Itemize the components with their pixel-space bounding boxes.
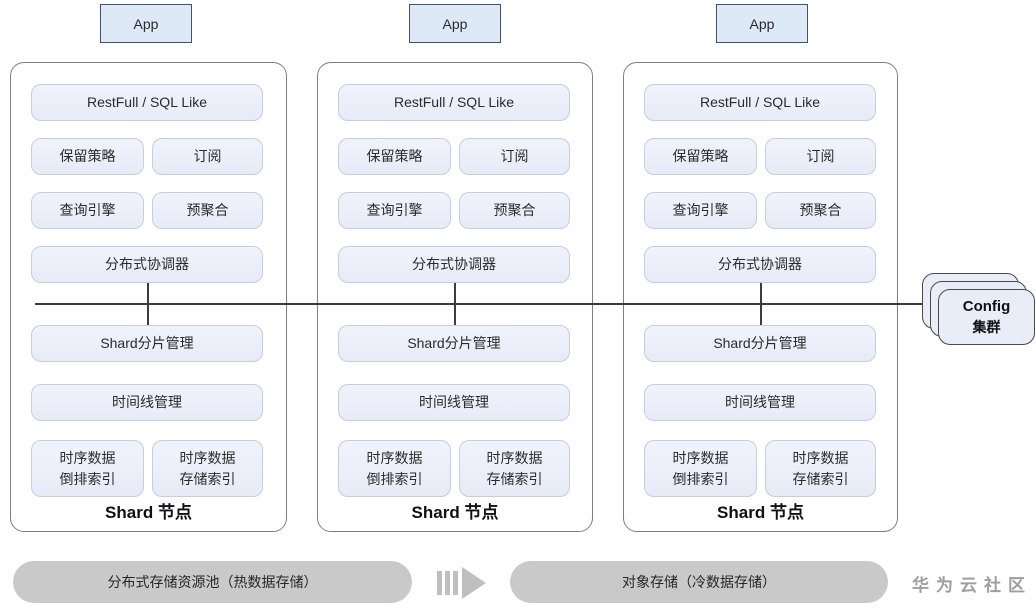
arrow-stripe xyxy=(437,571,442,595)
api-layer-box: RestFull / SQL Like xyxy=(338,84,570,121)
query-engine-box: 查询引擎 xyxy=(31,192,144,229)
shard-management-box: Shard分片管理 xyxy=(338,325,570,362)
shard-node-label: Shard 节点 xyxy=(411,503,499,522)
timeline-management-box: 时间线管理 xyxy=(338,384,570,421)
config-cluster: Config 集群 xyxy=(938,289,1035,345)
inverted-index-box: 时序数据 倒排索引 xyxy=(31,440,144,497)
subscription-box: 订阅 xyxy=(459,138,570,175)
timeline-management-box: 时间线管理 xyxy=(644,384,876,421)
inverted-index-box: 时序数据 倒排索引 xyxy=(338,440,451,497)
coordinator-shard-connector xyxy=(760,283,762,325)
timeline-management-box: 时间线管理 xyxy=(31,384,263,421)
flow-right-arrow-icon xyxy=(437,567,486,599)
retention-policy-box: 保留策略 xyxy=(644,138,757,175)
pre-aggregation-box: 预聚合 xyxy=(765,192,876,229)
config-bus-line xyxy=(35,303,928,305)
api-layer-box: RestFull / SQL Like xyxy=(31,84,263,121)
coordinator-box: 分布式协调器 xyxy=(644,246,876,283)
storage-index-box: 时序数据 存储索引 xyxy=(152,440,263,497)
huawei-cloud-community-watermark: 华为云社区 xyxy=(912,576,1032,595)
shard-node-label: Shard 节点 xyxy=(105,503,192,522)
pre-aggregation-box: 预聚合 xyxy=(152,192,263,229)
query-engine-box: 查询引擎 xyxy=(644,192,757,229)
coordinator-box: 分布式协调器 xyxy=(338,246,570,283)
subscription-box: 订阅 xyxy=(152,138,263,175)
app-box: App xyxy=(409,4,501,43)
shard-management-box: Shard分片管理 xyxy=(644,325,876,362)
shard-management-box: Shard分片管理 xyxy=(31,325,263,362)
app-box: App xyxy=(716,4,808,43)
coordinator-box: 分布式协调器 xyxy=(31,246,263,283)
app-box: App xyxy=(100,4,192,43)
coordinator-shard-connector xyxy=(147,283,149,325)
api-layer-box: RestFull / SQL Like xyxy=(644,84,876,121)
shard-node-1: RestFull / SQL Like 保留策略 订阅 查询引擎 预聚合 分布式… xyxy=(10,62,287,532)
shard-node-label: Shard 节点 xyxy=(717,503,804,522)
cold-object-storage-bar: 对象存储（冷数据存储） xyxy=(510,561,888,603)
config-cluster-subtitle: 集群 xyxy=(972,318,1001,335)
storage-index-box: 时序数据 存储索引 xyxy=(765,440,876,497)
retention-policy-box: 保留策略 xyxy=(31,138,144,175)
arrow-stripe xyxy=(453,571,458,595)
arrow-stripe xyxy=(445,571,450,595)
shard-node-3: RestFull / SQL Like 保留策略 订阅 查询引擎 预聚合 分布式… xyxy=(623,62,898,532)
pre-aggregation-box: 预聚合 xyxy=(459,192,570,229)
hot-storage-pool-bar: 分布式存储资源池（热数据存储） xyxy=(13,561,412,603)
coordinator-shard-connector xyxy=(454,283,456,325)
config-cluster-name: Config xyxy=(962,298,1011,316)
retention-policy-box: 保留策略 xyxy=(338,138,451,175)
subscription-box: 订阅 xyxy=(765,138,876,175)
storage-index-box: 时序数据 存储索引 xyxy=(459,440,570,497)
query-engine-box: 查询引擎 xyxy=(338,192,451,229)
arrow-head xyxy=(462,567,486,599)
inverted-index-box: 时序数据 倒排索引 xyxy=(644,440,757,497)
